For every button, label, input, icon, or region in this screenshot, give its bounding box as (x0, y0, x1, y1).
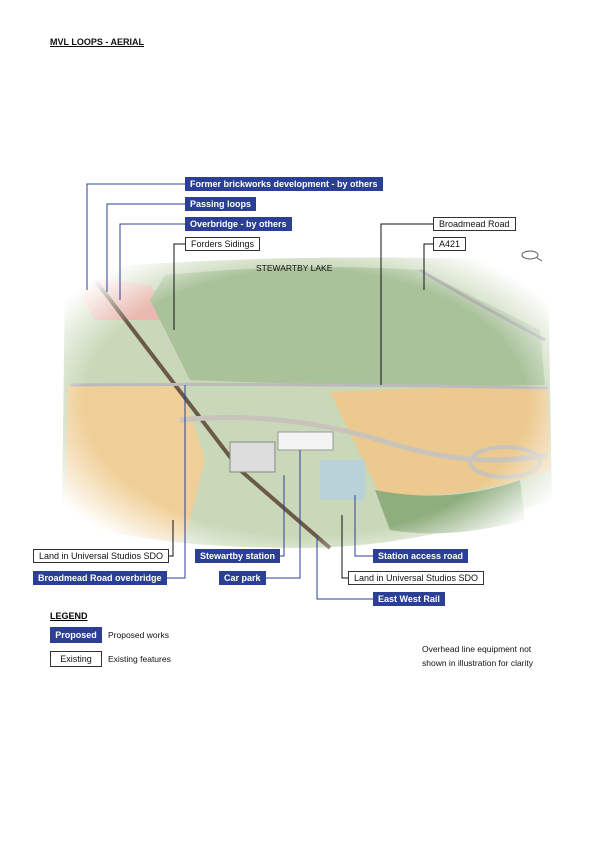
legend-existing-desc: Existing features (108, 654, 171, 664)
north-arrow-icon (521, 250, 543, 262)
legend-proposed-key: Proposed (50, 627, 102, 643)
legend-proposed-desc: Proposed works (108, 630, 169, 640)
callout-forders-sidings: Forders Sidings (185, 237, 261, 251)
callout-east-west-rail: East West Rail (373, 592, 445, 606)
callout-former-brickworks: Former brickworks development - by other… (185, 177, 383, 191)
callout-land-sdo-right: Land in Universal Studios SDO (348, 571, 485, 585)
callout-land-sdo-left: Land in Universal Studios SDO (33, 549, 170, 563)
callout-broadmead-overbridge: Broadmead Road overbridge (33, 571, 167, 585)
callout-a421: A421 (433, 237, 467, 251)
callout-stewartby-station: Stewartby station (195, 549, 281, 563)
map-label-stewartby-lake: STEWARTBY LAKE (256, 263, 333, 273)
page-title: MVL LOOPS - AERIAL (50, 37, 145, 47)
callout-passing-loops: Passing loops (185, 197, 257, 211)
legend-existing-key: Existing (50, 651, 102, 667)
note-line-2: shown in illustration for clarity (422, 658, 534, 668)
legend-title: LEGEND (50, 611, 88, 621)
illustration-note: Overhead line equipment not shown in ill… (422, 642, 533, 670)
callout-broadmead-road: Broadmead Road (433, 217, 516, 231)
callout-car-park: Car park (219, 571, 266, 585)
callout-station-access-road: Station access road (373, 549, 469, 563)
note-line-1: Overhead line equipment not (422, 644, 532, 654)
callout-overbridge: Overbridge - by others (185, 217, 292, 231)
terrain (60, 255, 552, 550)
